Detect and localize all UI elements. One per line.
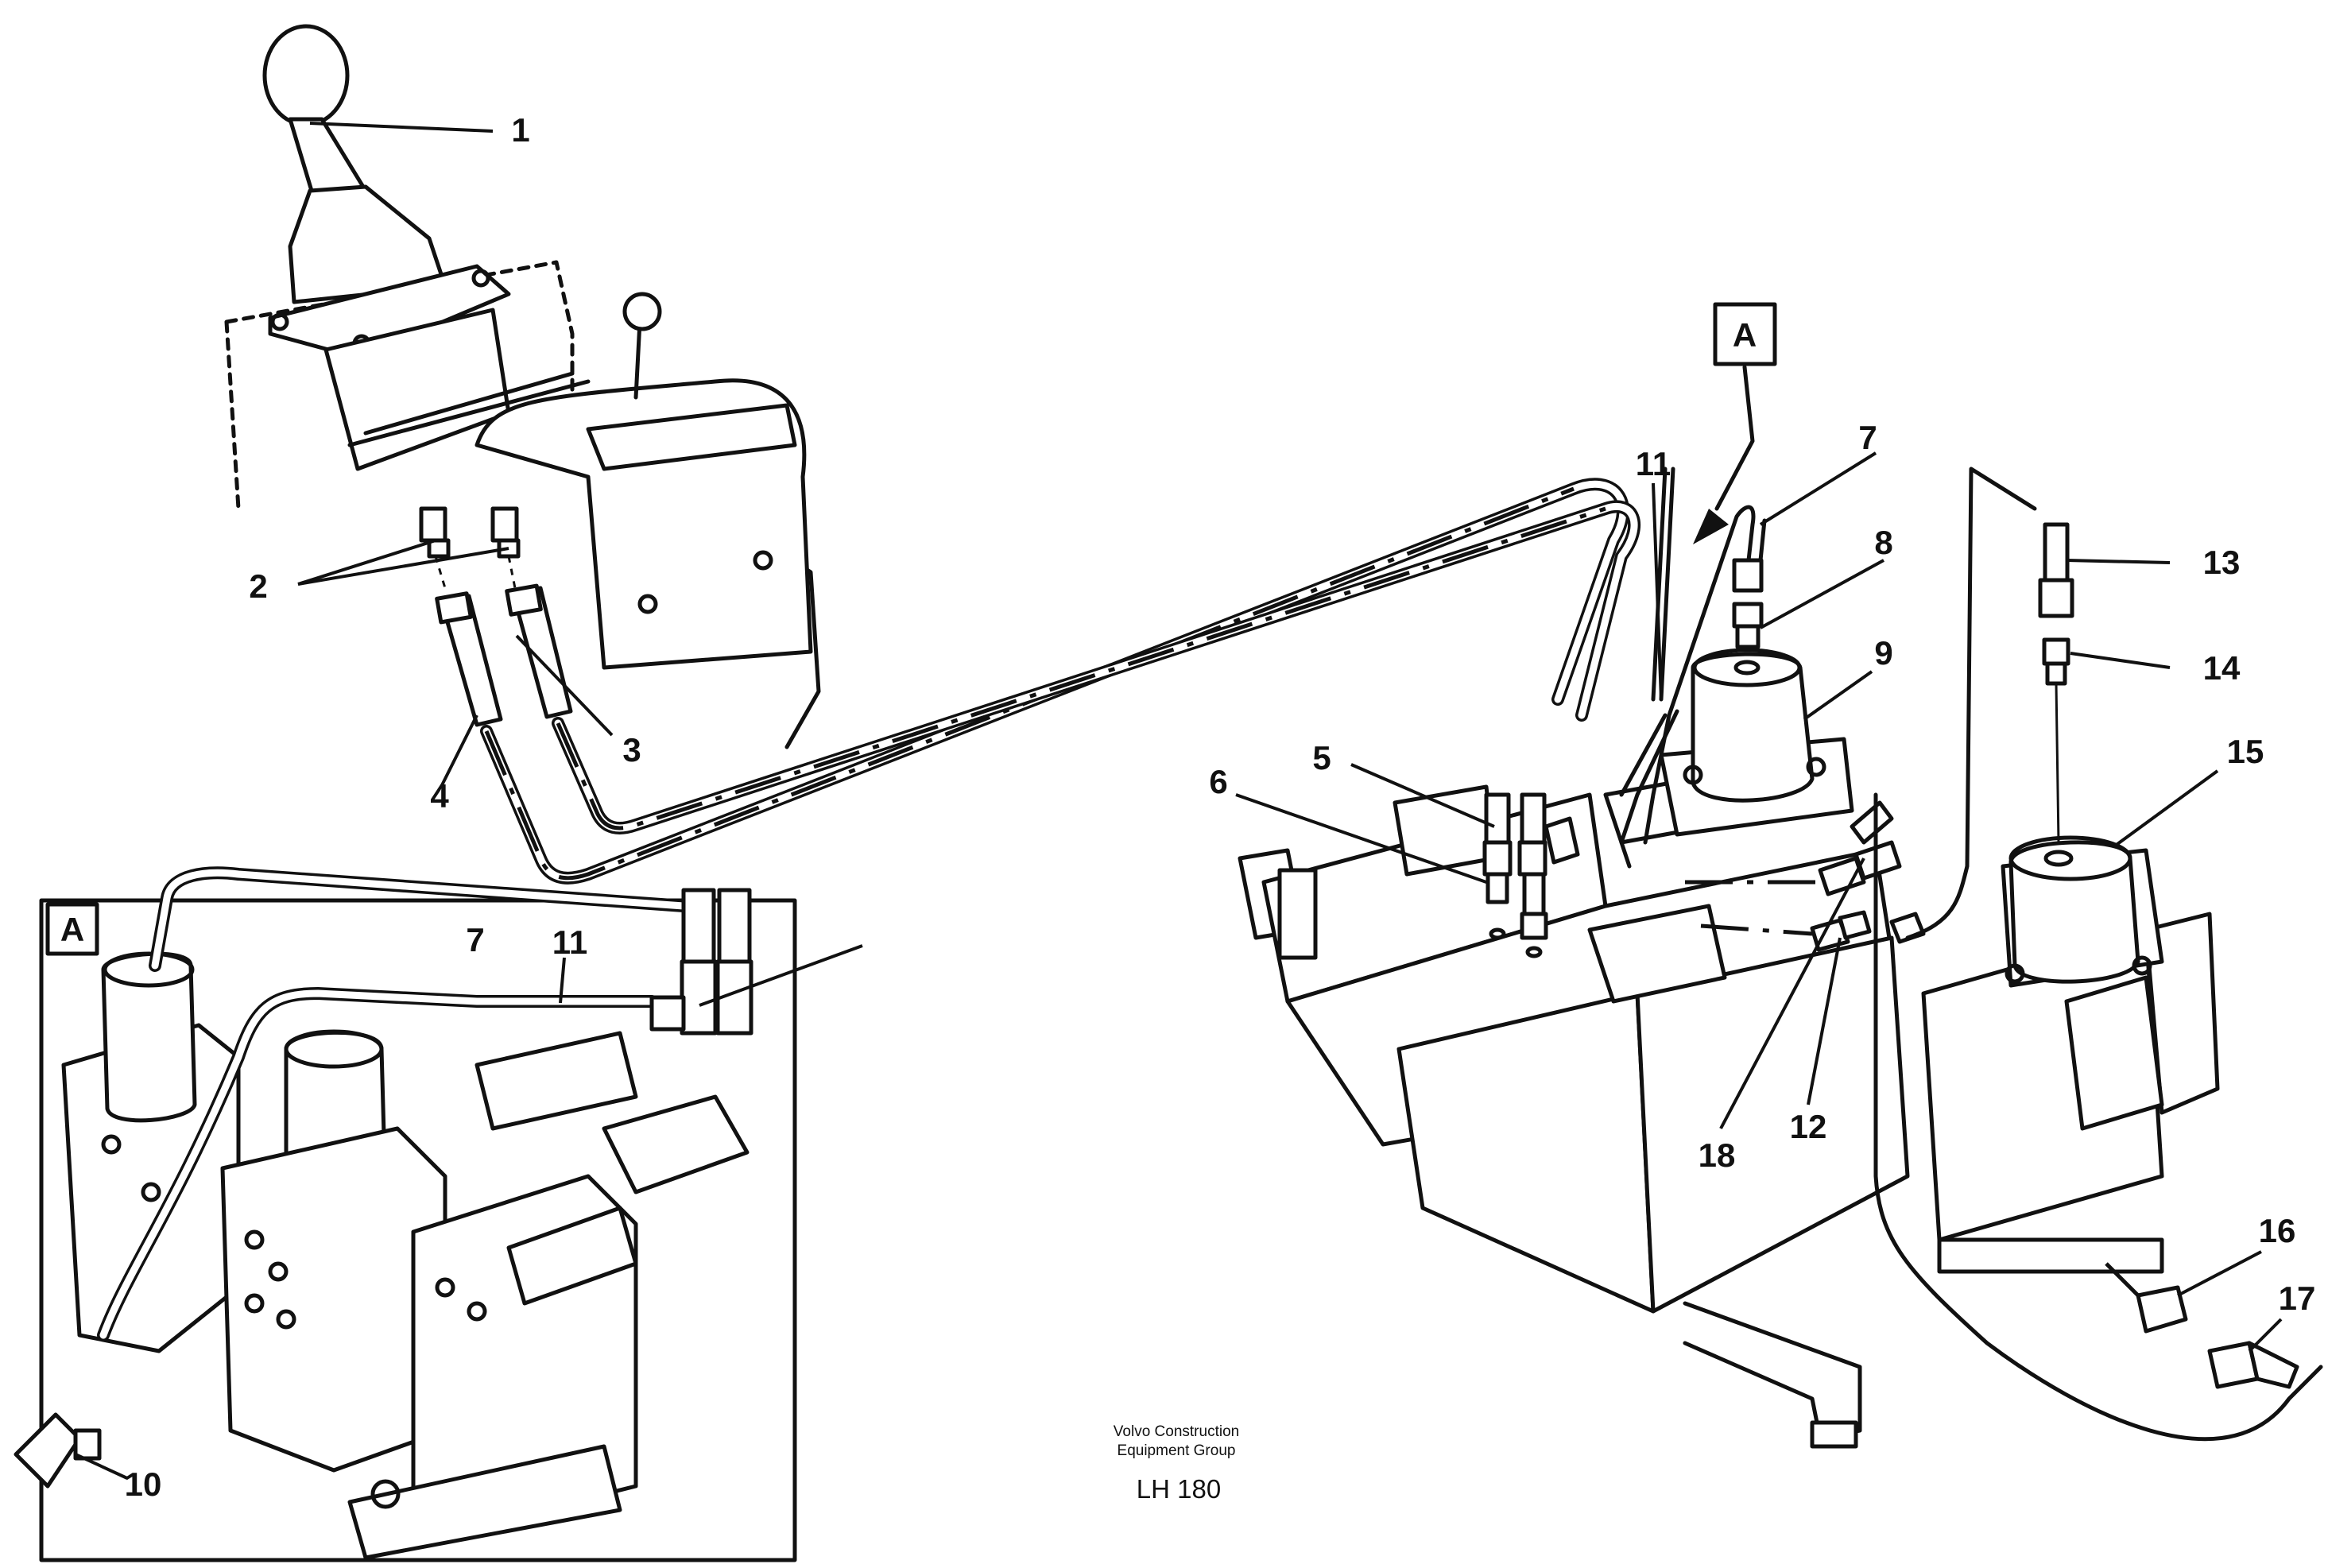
caption-line-1: Volvo Construction [1114,1423,1239,1440]
inset-label-box [45,902,99,956]
callout-5: 5 [1312,739,1331,776]
callout-3: 3 [622,731,641,769]
callout-1: 1 [511,111,529,149]
hose-fitting-left [419,506,451,559]
main-control-valve [1238,776,1910,1449]
callout-9: 9 [1874,634,1892,672]
callout-2: 2 [249,567,267,605]
inset-fitting-10 [14,1412,82,1489]
callout-14: 14 [2203,649,2241,687]
callout-16: 16 [2259,1212,2296,1249]
callout-11-inset: 11 [552,923,587,961]
leader-lines [75,122,2283,1480]
hose-fitting-right [490,506,521,559]
callout-4: 4 [430,777,449,815]
callout-7: 7 [1858,419,1877,456]
callout-18: 18 [1699,1136,1736,1174]
callout-12: 12 [1790,1108,1827,1145]
view-marker-a-label: A [1733,316,1757,354]
view-a-arrow [1693,509,1729,544]
callout-17: 17 [2279,1280,2316,1317]
callout-15: 15 [2227,733,2264,770]
callout-13: 13 [2203,544,2241,581]
callout-10: 10 [125,1465,162,1503]
pilot-hoses [480,478,1640,885]
control-lever-assembly [224,24,821,749]
model-designation: LH 180 [1137,1474,1221,1504]
callout-7-inset: 7 [466,921,484,958]
callout-11: 11 [1636,445,1671,482]
pilot-valve-15 [1873,467,2323,1442]
secondary-lever-knob [622,292,662,331]
caption-line-2: Equipment Group [1118,1442,1236,1459]
inset-frame [39,898,797,1562]
callout-6: 6 [1209,763,1227,800]
inset-a-label: A [60,911,84,948]
inset-view-a [14,866,797,1562]
valve-cap-block [1587,904,1727,1004]
view-marker-a-box [1713,302,1777,366]
callouts: 1 2 3 4 5 6 7 7 8 9 10 11 11 12 13 14 15… [125,111,2316,1503]
publisher-caption: Volvo Construction Equipment Group LH 18… [1114,1423,1239,1504]
callout-8: 8 [1874,524,1892,561]
lever-knob [262,24,350,127]
pilot-valve-9 [1619,365,1854,869]
hose-connections-5-6 [1482,792,1580,958]
fittings-12-18 [1685,800,1926,952]
